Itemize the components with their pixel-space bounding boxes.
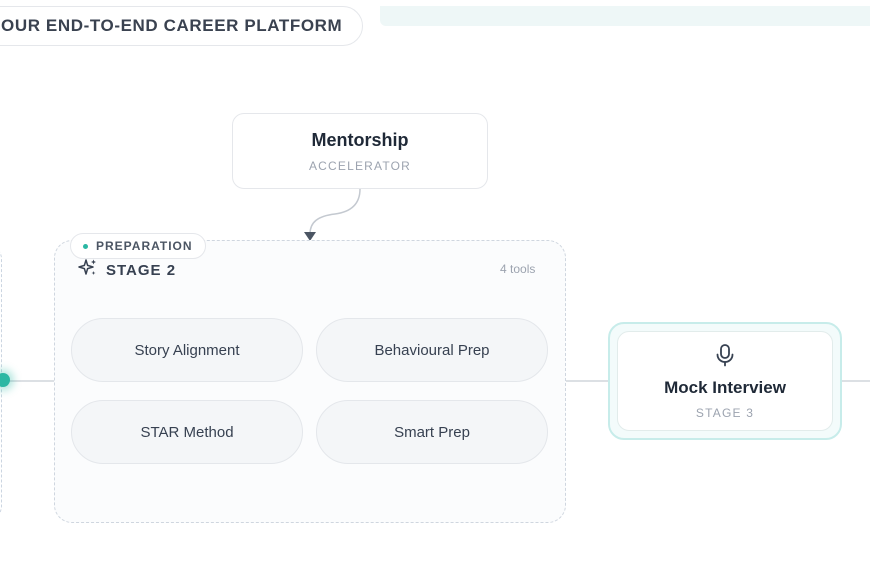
mock-interview-subtitle: STAGE 3	[695, 405, 755, 420]
connector-mentorship	[309, 188, 361, 235]
tool-behavioural-prep[interactable]: Behavioural Prep	[316, 318, 548, 382]
mock-interview-card[interactable]: Mock Interview STAGE 3	[617, 331, 833, 431]
tools-count: 4 tools	[500, 262, 536, 276]
tool-star-method[interactable]: STAR Method	[71, 400, 303, 464]
tool-story-alignment[interactable]: Story Alignment	[71, 318, 303, 382]
stage2-header: STAGE 2	[78, 258, 176, 283]
microphone-icon	[714, 343, 736, 372]
platform-title: OUR END-TO-END CAREER PLATFORM	[0, 6, 364, 46]
mentorship-accelerator-card[interactable]: Mentorship ACCELERATOR	[232, 113, 488, 189]
active-node-dot	[0, 373, 10, 387]
mock-interview-title: Mock Interview	[664, 377, 786, 397]
stage2-label: STAGE 2	[106, 262, 177, 279]
mentorship-subtitle: ACCELERATOR	[308, 158, 412, 173]
preparation-badge: PREPARATION	[70, 233, 206, 259]
mentorship-title: Mentorship	[311, 129, 409, 150]
sparkles-icon	[78, 258, 98, 283]
header-strip	[380, 6, 870, 26]
preparation-label: PREPARATION	[96, 239, 193, 253]
status-dot	[83, 243, 88, 249]
tool-smart-prep[interactable]: Smart Prep	[316, 400, 548, 464]
